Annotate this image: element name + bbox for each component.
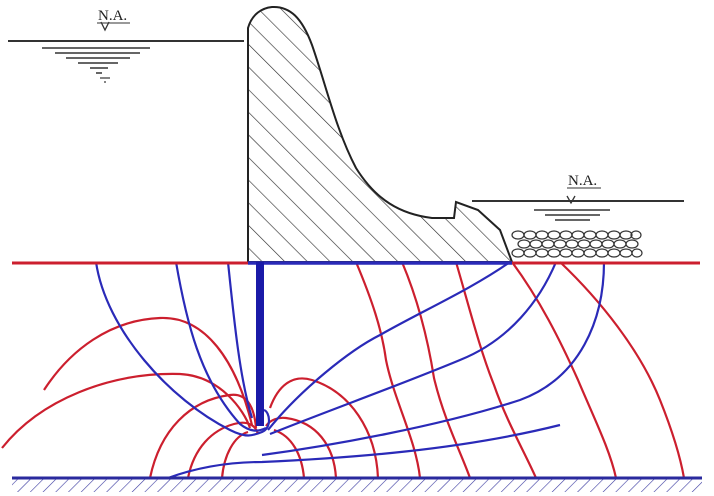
downstream-water: N.A. bbox=[472, 173, 684, 221]
flow-line bbox=[167, 423, 561, 480]
equipotential-line bbox=[454, 261, 538, 479]
upstream-water: N.A. bbox=[8, 8, 244, 83]
equipotential-line bbox=[265, 416, 338, 479]
flow-lines bbox=[94, 261, 606, 480]
dam-body bbox=[247, 5, 514, 263]
equipotential-lines bbox=[1, 261, 686, 479]
equipotential-line bbox=[559, 261, 686, 479]
impervious-layer-hatch bbox=[12, 478, 702, 492]
equipotential-line bbox=[268, 377, 380, 479]
flow-line bbox=[174, 261, 267, 432]
flow-line bbox=[261, 261, 606, 457]
flow-line bbox=[269, 261, 558, 436]
equipotential-line bbox=[43, 316, 254, 426]
riprap-blanket bbox=[511, 230, 643, 258]
downstream-water-symbol bbox=[534, 209, 610, 221]
flow-line bbox=[267, 261, 511, 431]
downstream-water-level-label: N.A. bbox=[568, 173, 597, 189]
flow-line bbox=[226, 261, 254, 419]
downstream-water-marker bbox=[566, 195, 576, 205]
equipotential-line bbox=[1, 372, 252, 449]
flow-line bbox=[94, 261, 271, 437]
equipotential-line bbox=[511, 261, 618, 479]
equipotential-line bbox=[186, 421, 260, 479]
impervious-layer bbox=[12, 476, 702, 492]
cutoff-wall bbox=[256, 262, 264, 426]
equipotential-line bbox=[273, 428, 306, 479]
equipotential-line bbox=[354, 261, 422, 479]
equipotential-line bbox=[400, 261, 472, 479]
upstream-water-level-label: N.A. bbox=[98, 8, 127, 24]
equipotential-line bbox=[220, 430, 249, 479]
dam-outline bbox=[247, 5, 514, 263]
upstream-water-marker bbox=[100, 21, 110, 32]
upstream-water-symbol bbox=[42, 47, 150, 74]
